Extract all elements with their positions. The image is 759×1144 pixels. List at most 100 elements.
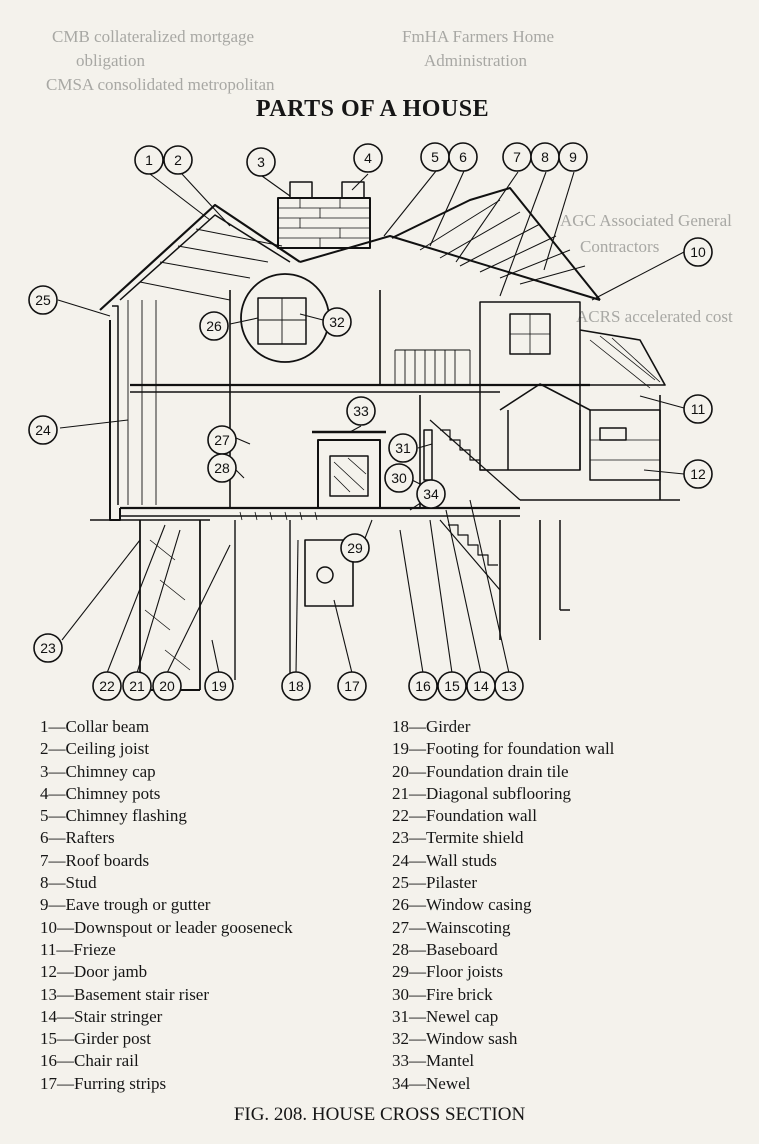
legend-item: 21—Diagonal subflooring — [392, 783, 571, 803]
callout-2: 2 — [163, 145, 193, 175]
legend-item: 18—Girder — [392, 717, 471, 736]
legend-item: 1—Collar beam — [40, 717, 150, 736]
legend-item: 27—Wainscoting — [392, 917, 511, 937]
callout-6: 6 — [448, 142, 478, 172]
callout-31: 31 — [388, 433, 418, 463]
legend-item: 30—Fire brick — [392, 984, 493, 1004]
callout-34: 34 — [416, 479, 446, 509]
callout-18-label: 18 — [288, 678, 304, 694]
callout-30: 30 — [384, 463, 414, 493]
legend-item: 6—Rafters — [40, 828, 115, 848]
bleed-text: ACRS accelerated cost — [576, 307, 733, 326]
figure-caption: FIG. 208. HOUSE CROSS SECTION — [233, 1104, 526, 1125]
callout-28: 28 — [207, 453, 237, 483]
callout-17: 17 — [337, 671, 367, 701]
callout-13: 13 — [494, 671, 524, 701]
legend-item: 9—Eave trough or gutter — [40, 895, 211, 915]
callout-9: 9 — [558, 142, 588, 172]
bleed-text: Contractors — [580, 237, 660, 256]
legend-item: 16—Chair rail — [40, 1051, 139, 1071]
callout-1-label: 1 — [145, 152, 153, 168]
callout-12-label: 12 — [690, 466, 706, 482]
legend-item: 11—Frieze — [40, 939, 116, 959]
legend-item: 32—Window sash — [392, 1029, 518, 1049]
diagram-title: PARTS OF A HOUSE — [255, 96, 490, 122]
callout-15-label: 15 — [444, 678, 460, 694]
callout-7-label: 7 — [513, 149, 521, 165]
callout-8-label: 8 — [541, 149, 549, 165]
legend-item: 12—Door jamb — [40, 962, 148, 982]
callout-2-label: 2 — [174, 152, 182, 168]
legend-item: 34—Newel — [392, 1073, 471, 1093]
bleed-text: obligation — [76, 51, 145, 70]
callout-22-label: 22 — [99, 678, 115, 694]
legend-item: 14—Stair stringer — [40, 1006, 163, 1026]
house-cross-section-diagram: 1 2 3 4 5 6 7 8 9 10 11 12 13 14 15 16 1… — [28, 142, 713, 701]
legend-item: 24—Wall studs — [392, 850, 497, 870]
callout-27-label: 27 — [214, 432, 230, 448]
legend-item: 4—Chimney pots — [40, 783, 161, 803]
callout-28-label: 28 — [214, 460, 230, 476]
callout-27: 27 — [207, 425, 237, 455]
callout-15: 15 — [437, 671, 467, 701]
callout-10-label: 10 — [690, 244, 706, 260]
callout-32: 32 — [322, 307, 352, 337]
bleed-text: Administration — [424, 51, 527, 70]
callout-14: 14 — [466, 671, 496, 701]
callout-30-label: 30 — [391, 470, 407, 486]
callout-26-label: 26 — [206, 318, 222, 334]
legend-item: 5—Chimney flashing — [40, 806, 187, 826]
callout-23: 23 — [33, 633, 63, 663]
callout-24: 24 — [28, 415, 58, 445]
legend-item: 13—Basement stair riser — [40, 984, 210, 1004]
callout-31-label: 31 — [395, 440, 411, 456]
callout-16-label: 16 — [415, 678, 431, 694]
legend-right: 18—Girder 19—Footing for foundation wall… — [392, 716, 614, 1095]
callout-17-label: 17 — [344, 678, 360, 694]
callout-1: 1 — [134, 145, 164, 175]
callout-21: 21 — [122, 671, 152, 701]
callout-34-label: 34 — [423, 486, 439, 502]
callout-4: 4 — [353, 143, 383, 173]
callout-26: 26 — [199, 311, 229, 341]
callout-33: 33 — [346, 396, 376, 426]
callout-14-label: 14 — [473, 678, 489, 694]
legend-item: 31—Newel cap — [392, 1006, 499, 1026]
legend-item: 19—Footing for foundation wall — [392, 739, 615, 759]
callout-23-label: 23 — [40, 640, 56, 656]
callout-25: 25 — [28, 285, 58, 315]
callout-16: 16 — [408, 671, 438, 701]
house-drawing — [90, 181, 680, 691]
callout-19-label: 19 — [211, 678, 227, 694]
callout-13-label: 13 — [501, 678, 517, 694]
callout-11: 11 — [683, 394, 713, 424]
callout-3: 3 — [246, 147, 276, 177]
callout-10: 10 — [683, 237, 713, 267]
bleed-text: FmHA Farmers Home — [402, 27, 555, 46]
legend-item: 22—Foundation wall — [392, 806, 537, 826]
legend-item: 29—Floor joists — [392, 962, 503, 982]
callout-25-label: 25 — [35, 292, 51, 308]
callout-22: 22 — [92, 671, 122, 701]
callout-20: 20 — [152, 671, 182, 701]
bleed-text: AGC Associated General — [560, 211, 732, 230]
callout-3-label: 3 — [257, 154, 265, 170]
callout-5: 5 — [420, 142, 450, 172]
callout-11-label: 11 — [691, 401, 706, 417]
callout-29: 29 — [340, 533, 370, 563]
bleed-text: CMSA consolidated metropolitan — [46, 75, 275, 94]
callout-29-label: 29 — [347, 540, 363, 556]
legend-item: 7—Roof boards — [40, 850, 150, 870]
callout-4-label: 4 — [364, 150, 372, 166]
callout-8: 8 — [530, 142, 560, 172]
leader-lines — [57, 170, 685, 674]
legend-item: 10—Downspout or leader gooseneck — [40, 917, 293, 937]
legend-left: 1—Collar beam 2—Ceiling joist 3—Chimney … — [40, 716, 293, 1095]
callout-5-label: 5 — [431, 149, 439, 165]
legend-item: 26—Window casing — [392, 895, 532, 915]
callout-19: 19 — [204, 671, 234, 701]
callout-18: 18 — [281, 671, 311, 701]
legend-item: 2—Ceiling joist — [40, 739, 150, 759]
legend-item: 23—Termite shield — [392, 828, 524, 848]
